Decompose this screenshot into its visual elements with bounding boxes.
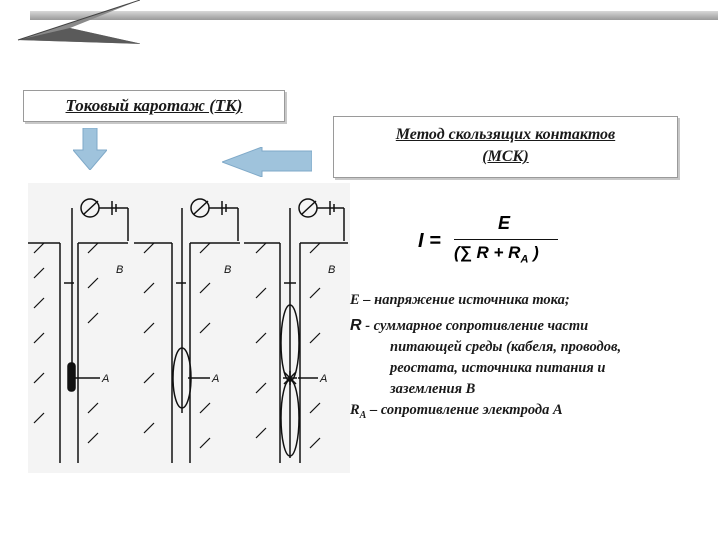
panel2-label-a: A [211, 373, 219, 385]
chevron-logo-icon [17, 0, 140, 44]
down-arrow-icon [73, 128, 107, 170]
legend-line-ra: RА – сопротивление электрода А [350, 402, 563, 421]
panel1-label-b: B [116, 264, 123, 276]
right-title-line1: Метод скользящих контактов [395, 126, 616, 143]
formula-denominator: (∑ R + RA ) [454, 243, 539, 266]
borehole-panel-3 [244, 198, 348, 463]
panel3-label-b: B [328, 264, 335, 276]
legend-line-3: питающей среды (кабеля, проводов, [390, 339, 622, 355]
current-formula: I = E (∑ R + RA ) [418, 213, 598, 273]
left-arrow-icon [222, 147, 312, 177]
panel1-label-a: A [101, 373, 109, 385]
legend-line-r: R - суммарное сопротивление части [350, 317, 589, 334]
borehole-panel-2 [134, 198, 240, 463]
right-title-box: Метод скользящих контактов (МСК) [333, 116, 678, 178]
formula-lhs: I = [418, 230, 441, 252]
legend-line-5: заземления В [390, 381, 476, 397]
legend-line-4: реостата, источника питания и [390, 360, 606, 376]
header-bar [30, 11, 718, 20]
borehole-panel-1 [28, 198, 129, 463]
panel2-label-b: B [224, 264, 231, 276]
right-title-line2: (МСК) [482, 148, 529, 165]
legend: Е – напряжение источника тока; R - сумма… [350, 290, 710, 426]
panel3-label-a: A [319, 373, 327, 385]
legend-line-e: Е – напряжение источника тока; [350, 292, 570, 308]
formula-numerator: E [498, 213, 511, 233]
borehole-diagram: B A B A B A [28, 183, 350, 473]
left-title: Токовый каротаж (ТК) [65, 96, 243, 115]
left-title-box: Токовый каротаж (ТК) [23, 90, 285, 122]
